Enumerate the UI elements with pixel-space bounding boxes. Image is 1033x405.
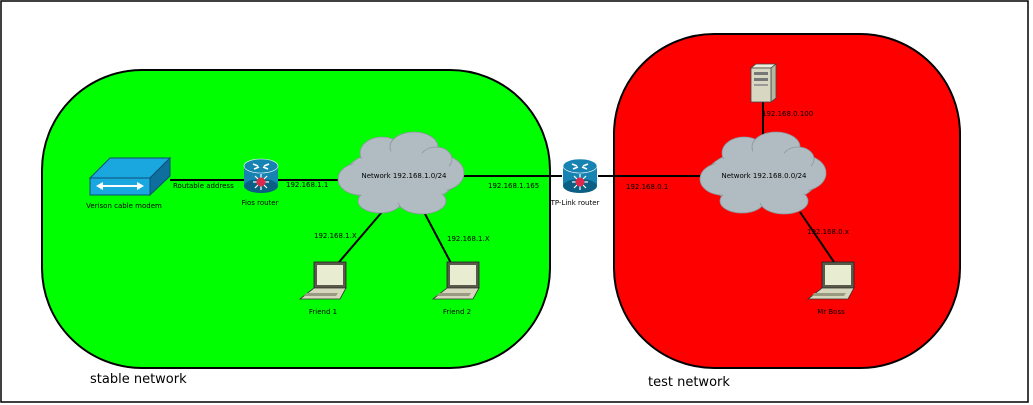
links <box>170 100 837 269</box>
laptop-icon-mrboss <box>806 261 855 300</box>
tplink-router-label: TP-Link router <box>550 199 600 207</box>
link-label-fios-net1: 192.168.1.1 <box>286 181 328 189</box>
laptop-icon-friend1 <box>298 261 347 300</box>
cloud-net0-label: Network 192.168.0.0/24 <box>721 172 807 180</box>
link-label-net1-friend1: 192.168.1.X <box>314 232 357 240</box>
link-label-net0-mrboss: 192.168.0.x <box>807 228 849 236</box>
link-label-modem-fios: Routable address <box>173 182 234 190</box>
link-net0-mrboss <box>799 211 837 266</box>
server-icon <box>749 63 778 103</box>
cloud-icon-net0 <box>699 131 827 215</box>
cable-modem-icon <box>88 156 172 197</box>
mrboss-label: Mr Boss <box>817 308 845 316</box>
fios-router-icon <box>243 158 279 193</box>
cloud-icon-net1 <box>337 131 465 215</box>
laptop-icon-friend2 <box>431 261 480 300</box>
friend1-label: Friend 1 <box>309 308 337 316</box>
cloud-net1-label: Network 192.168.1.0/24 <box>361 172 447 180</box>
link-label-server-net0: 192.168.0.100 <box>762 110 813 118</box>
link-net1-friend1 <box>333 211 383 269</box>
fios-router-label: Fios router <box>242 199 279 207</box>
modem-label: Verison cable modem <box>86 202 162 210</box>
tplink-router-icon <box>562 158 598 193</box>
link-label-net1-tplink: 192.168.1.165 <box>488 182 539 190</box>
friend2-label: Friend 2 <box>443 308 471 316</box>
link-label-tplink-net0: 192.168.0.1 <box>626 183 668 191</box>
link-net1-friend2 <box>423 211 453 266</box>
test-network-label: test network <box>648 375 730 390</box>
stable-network-zone <box>41 69 551 369</box>
stable-network-label: stable network <box>90 372 187 387</box>
link-label-net1-friend2: 192.168.1.X <box>447 235 490 243</box>
